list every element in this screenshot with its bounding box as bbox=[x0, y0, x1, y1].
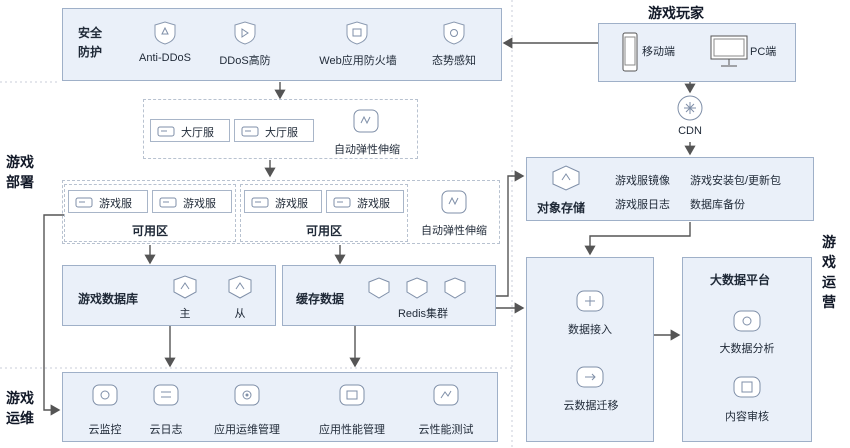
data-migrate-icon bbox=[575, 364, 605, 395]
pc-label: PC端 bbox=[750, 46, 777, 58]
zone2-label: 可用区 bbox=[305, 224, 342, 238]
storage-item-log: 游戏服日志 bbox=[615, 199, 670, 211]
cdn-icon bbox=[676, 94, 704, 127]
pc-icon bbox=[710, 35, 748, 74]
cache-panel bbox=[282, 265, 496, 326]
security-panel bbox=[62, 8, 502, 81]
autoscale-icon bbox=[352, 106, 380, 141]
game-server-chip: 游戏服 bbox=[68, 190, 148, 213]
cloud-monitor-label: 云监控 bbox=[88, 424, 122, 436]
data-ingest-panel bbox=[526, 257, 654, 442]
section-players-label: 游戏玩家 bbox=[648, 5, 704, 21]
data-migrate-label: 云数据迁移 bbox=[563, 400, 619, 412]
game-server-chip: 游戏服 bbox=[152, 190, 232, 213]
lobby-area bbox=[143, 99, 418, 159]
situation-awareness-icon bbox=[441, 20, 467, 51]
app-ops-icon bbox=[233, 382, 261, 413]
section-deploy-label: 游戏 部署 bbox=[6, 154, 34, 190]
zone2-area bbox=[240, 184, 408, 242]
storage-item-backup: 数据库备份 bbox=[690, 199, 745, 211]
ddos-high-defense-label: DDoS高防 bbox=[219, 55, 271, 67]
waf-icon bbox=[344, 20, 370, 51]
data-access-label: 数据接入 bbox=[568, 324, 612, 336]
lobby-server-chip: 大厅服 bbox=[234, 119, 314, 142]
zone1-area bbox=[64, 184, 236, 242]
ops-tools-panel bbox=[62, 372, 498, 442]
app-performance-label: 应用性能管理 bbox=[319, 424, 385, 436]
cache-title: 缓存数据 bbox=[296, 292, 345, 306]
cdn-label: CDN bbox=[678, 125, 702, 137]
perf-test-label: 云性能测试 bbox=[418, 424, 474, 436]
waf-label: Web应用防火墙 bbox=[319, 55, 397, 67]
content-review-label: 内容审核 bbox=[725, 411, 769, 423]
server-icon bbox=[159, 196, 177, 214]
anti-ddos-label: Anti-DDoS bbox=[139, 52, 191, 64]
data-access-icon bbox=[575, 288, 605, 319]
redis-node-icon bbox=[403, 276, 431, 305]
lobby-server-chip: 大厅服 bbox=[150, 119, 230, 142]
server-icon bbox=[75, 196, 93, 214]
game-server-chip: 游戏服 bbox=[326, 190, 404, 213]
redis-node-icon bbox=[365, 276, 393, 305]
app-ops-label: 应用运维管理 bbox=[214, 424, 280, 436]
game-database-title: 游戏数据库 bbox=[78, 292, 139, 306]
section-operation-label: 游戏 运营 bbox=[822, 234, 836, 310]
big-data-analysis-icon bbox=[732, 308, 762, 339]
mobile-icon bbox=[622, 32, 638, 77]
game-server-label: 游戏服 bbox=[99, 198, 132, 210]
db-slave-label: 从 bbox=[234, 308, 246, 320]
lobby-server-label: 大厅服 bbox=[181, 127, 214, 139]
storage-item-package: 游戏安装包/更新包 bbox=[690, 175, 782, 187]
app-performance-icon bbox=[338, 382, 366, 413]
big-data-title: 大数据平台 bbox=[710, 273, 771, 287]
mobile-label: 移动端 bbox=[642, 46, 675, 58]
redis-node-icon bbox=[441, 276, 469, 305]
server-icon bbox=[251, 196, 269, 214]
server-icon bbox=[241, 125, 259, 143]
perf-test-icon bbox=[432, 382, 460, 413]
game-server-label: 游戏服 bbox=[275, 198, 308, 210]
cloud-monitor-icon bbox=[91, 382, 119, 413]
db-master-label: 主 bbox=[179, 308, 191, 320]
cloud-log-label: 云日志 bbox=[149, 424, 183, 436]
game-server-label: 游戏服 bbox=[357, 198, 390, 210]
lobby-autoscale-label: 自动弹性伸缩 bbox=[334, 144, 400, 156]
zones-autoscale-label: 自动弹性伸缩 bbox=[421, 225, 487, 237]
situation-awareness-label: 态势感知 bbox=[432, 55, 476, 67]
lobby-server-label: 大厅服 bbox=[265, 127, 298, 139]
autoscale-icon bbox=[440, 187, 468, 222]
content-review-icon bbox=[732, 374, 762, 405]
db-master-icon bbox=[170, 274, 200, 305]
game-server-label: 游戏服 bbox=[183, 198, 216, 210]
object-storage-panel bbox=[526, 157, 814, 221]
big-data-panel bbox=[682, 257, 812, 442]
redis-cluster-label: Redis集群 bbox=[397, 308, 449, 320]
cloud-log-icon bbox=[152, 382, 180, 413]
storage-item-image: 游戏服镜像 bbox=[615, 175, 670, 187]
anti-ddos-icon bbox=[152, 20, 178, 51]
section-ops-label: 游戏 运维 bbox=[6, 390, 34, 426]
zone1-label: 可用区 bbox=[131, 224, 168, 238]
zones-area bbox=[62, 180, 500, 244]
ddos-high-defense-icon bbox=[232, 20, 258, 51]
server-icon bbox=[157, 125, 175, 143]
security-title: 安全 防护 bbox=[78, 26, 103, 59]
object-storage-icon bbox=[549, 164, 583, 197]
game-server-chip: 游戏服 bbox=[244, 190, 322, 213]
object-storage-title: 对象存储 bbox=[537, 201, 586, 215]
big-data-analysis-label: 大数据分析 bbox=[719, 343, 775, 355]
db-slave-icon bbox=[225, 274, 255, 305]
server-icon bbox=[333, 196, 351, 214]
